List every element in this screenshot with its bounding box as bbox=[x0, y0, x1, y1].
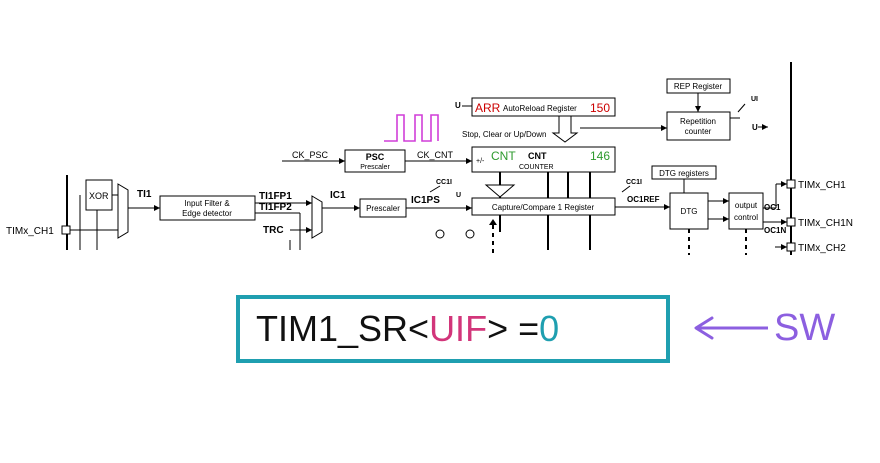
u-arr-label: U bbox=[455, 101, 461, 110]
timx-ch1-pin bbox=[786, 179, 796, 189]
arr-transfer-arrow bbox=[551, 115, 579, 143]
pin-circle-left bbox=[435, 229, 445, 239]
plus-minus-label: +/- bbox=[476, 158, 485, 165]
ti1fp1-label: TI1FP1 bbox=[259, 191, 292, 202]
dtg-label: DTG bbox=[681, 207, 698, 216]
ic1-mux bbox=[311, 195, 323, 239]
arr-register-box bbox=[471, 97, 616, 117]
repetition-counter-box bbox=[666, 111, 731, 141]
status-register-expression: TIM1_SR<UIF> = 0 bbox=[236, 295, 670, 363]
trc-label: TRC bbox=[263, 225, 284, 236]
ic1-label: IC1 bbox=[330, 190, 346, 201]
output-line2: control bbox=[734, 213, 758, 222]
ti1-mux bbox=[117, 183, 129, 239]
input-filter-line1: Input Filter & bbox=[184, 199, 230, 208]
cnt-bold-label: CNT bbox=[528, 151, 547, 161]
timx-ch1-input-pin bbox=[61, 225, 71, 235]
xor-gate bbox=[85, 179, 113, 211]
ti1fp2-label: TI1FP2 bbox=[259, 202, 292, 213]
repetition-line1: Repetition bbox=[680, 117, 716, 126]
ic1-prescaler-label: Prescaler bbox=[366, 204, 400, 213]
cc1i-right-label: CC1I bbox=[626, 179, 642, 186]
arr-text: AutoReload Register bbox=[503, 104, 577, 113]
uif-flag: UIF bbox=[429, 308, 488, 349]
register-prefix: TIM1_SR< bbox=[256, 308, 430, 349]
output-control-box bbox=[728, 192, 764, 230]
counter-box bbox=[471, 146, 616, 173]
arr-value: 150 bbox=[590, 101, 610, 115]
timx-ch2-pin bbox=[786, 242, 796, 252]
u-rep-label: U bbox=[752, 123, 758, 132]
rep-register-label: REP Register bbox=[674, 82, 723, 91]
repetition-line2: counter bbox=[685, 127, 712, 136]
cnt-green-label: CNT bbox=[491, 149, 516, 163]
ck-psc-label: CK_PSC bbox=[292, 150, 329, 160]
stop-clear-label: Stop, Clear or Up/Down bbox=[462, 130, 546, 139]
xor-label: XOR bbox=[89, 191, 109, 201]
u-cc-label: U bbox=[456, 192, 461, 199]
clock-waveform bbox=[384, 114, 439, 142]
pin-circle-right bbox=[465, 229, 475, 239]
timx-ch1n-pin bbox=[786, 217, 796, 227]
counter-value: 146 bbox=[590, 149, 610, 163]
ui-label: UI bbox=[751, 96, 758, 103]
oc1ref-label: OC1REF bbox=[627, 195, 660, 204]
psc-label: PSC bbox=[366, 152, 385, 162]
input-filter-box bbox=[159, 195, 256, 221]
counter-sub-label: COUNTER bbox=[519, 164, 554, 171]
output-line1: output bbox=[735, 201, 758, 210]
cc1i-top-label: CC1I bbox=[436, 179, 452, 186]
oc1n-label: OC1N bbox=[764, 226, 786, 235]
expression-middle: > = bbox=[487, 308, 540, 349]
psc-sub-label: Prescaler bbox=[360, 164, 390, 171]
arr-prefix: ARR bbox=[475, 101, 501, 115]
timx-ch1-input-label: TIMx_CH1 bbox=[6, 226, 54, 237]
ic1ps-label: IC1PS bbox=[411, 195, 440, 206]
timx-ch2-output-label: TIMx_CH2 bbox=[798, 243, 846, 254]
ck-cnt-label: CK_CNT bbox=[417, 150, 454, 160]
timx-ch1n-output-label: TIMx_CH1N bbox=[798, 218, 853, 229]
dtg-box bbox=[669, 192, 709, 230]
flag-value: 0 bbox=[539, 308, 560, 349]
oc1-label: OC1 bbox=[764, 203, 781, 212]
input-filter-line2: Edge detector bbox=[182, 209, 232, 218]
sw-label-text: SW bbox=[774, 306, 836, 349]
ti1-label: TI1 bbox=[137, 189, 152, 200]
timx-ch1-output-label: TIMx_CH1 bbox=[798, 180, 846, 191]
dtg-registers-label: DTG registers bbox=[659, 169, 709, 178]
timer-block-diagram: TIMx_CH1 XOR TI1 Input Filter & Edge det… bbox=[6, 62, 853, 255]
left-arrow-icon bbox=[694, 316, 768, 340]
capture-compare-label: Capture/Compare 1 Register bbox=[492, 203, 595, 212]
sw-annotation: SW bbox=[690, 306, 835, 350]
